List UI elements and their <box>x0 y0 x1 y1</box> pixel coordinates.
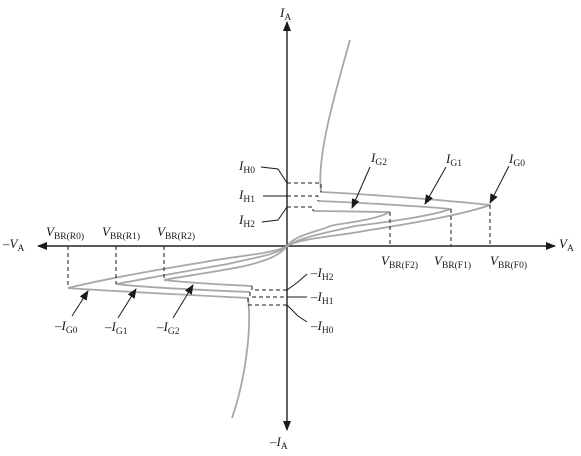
label-ih1: IH1 <box>238 187 255 205</box>
label-vbr-r1: VBR(R1) <box>102 224 140 242</box>
forward-curve-g0 <box>286 39 491 247</box>
label-vbr-r2: VBR(R2) <box>157 224 195 242</box>
holding-guide-neg-h2 <box>251 286 287 291</box>
label-vbr-f1: VBR(F1) <box>434 253 471 271</box>
reverse-curve-g1 <box>115 245 288 293</box>
label-vbr-f2: VBR(F2) <box>381 253 418 271</box>
leader-ih2 <box>261 206 288 223</box>
label-vbr-r0: VBR(R0) <box>46 224 84 242</box>
holding-guide-h1 <box>287 195 319 201</box>
label-va-positive: VA <box>559 236 574 254</box>
leader-neg-ih2 <box>286 273 308 291</box>
label-ig0: IG0 <box>508 151 525 169</box>
label-vbr-f0: VBR(F0) <box>490 253 527 271</box>
label-neg-ih0: –IH0 <box>310 318 334 336</box>
arrow-neg-ig1 <box>117 288 137 319</box>
holding-guide-h0 <box>287 182 322 192</box>
label-ia-positive: IA <box>279 5 291 23</box>
label-va-negative: –VA <box>2 236 24 254</box>
arrow-ig2 <box>351 166 371 209</box>
arrow-neg-ig0 <box>71 290 89 317</box>
label-ig1: IG1 <box>445 151 462 169</box>
arrow-neg-ig2 <box>172 284 194 319</box>
label-neg-ig0: –IG0 <box>54 318 78 336</box>
label-neg-ih2: –IH2 <box>310 265 334 283</box>
holding-guide-neg-h0 <box>247 298 287 306</box>
label-neg-ig1: –IG1 <box>104 319 128 337</box>
leader-ih0 <box>260 166 288 184</box>
label-ih2: IH2 <box>238 212 255 230</box>
holding-guide-h2 <box>287 206 314 211</box>
label-neg-ig2: –IG2 <box>156 319 180 337</box>
arrow-ig1 <box>424 166 447 205</box>
label-ih0: IH0 <box>238 158 255 176</box>
arrow-ig0 <box>489 165 510 204</box>
reverse-curve-g2 <box>163 245 288 287</box>
holding-guide-neg-h1 <box>249 292 287 298</box>
label-neg-ih1: –IH1 <box>310 289 334 307</box>
label-ig2: IG2 <box>370 150 387 168</box>
reverse-curve-g0 <box>67 245 288 419</box>
label-ia-negative: –IA <box>269 434 288 452</box>
forward-curve-g1 <box>286 200 452 247</box>
forward-curve-g2 <box>286 210 391 247</box>
leader-neg-ih0 <box>286 304 308 323</box>
